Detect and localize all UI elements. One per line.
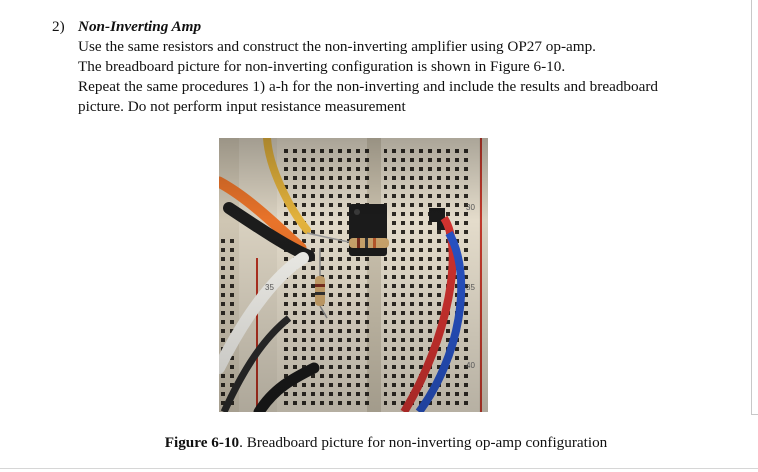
instruction-line-2: The breadboard picture for non-inverting… bbox=[78, 58, 566, 75]
page-edge-corner bbox=[751, 414, 758, 415]
figure-caption-text: . Breadboard picture for non-inverting o… bbox=[239, 434, 608, 451]
section-body: Use the same resistors and construct the… bbox=[78, 37, 658, 117]
section-heading: 2) Non-Inverting Amp bbox=[52, 17, 658, 37]
row-label-40: 40 bbox=[466, 361, 475, 370]
section-title: Non-Inverting Amp bbox=[78, 18, 202, 35]
section-number: 2) bbox=[52, 18, 65, 35]
instruction-paragraph: Repeat the same procedures 1) a-h for th… bbox=[78, 78, 658, 115]
figure-caption: Figure 6-10. Breadboard picture for non-… bbox=[0, 433, 758, 453]
row-label-35-left: 35 bbox=[265, 283, 274, 292]
page-bottom-border bbox=[0, 468, 758, 469]
breadboard-photo: 30 35 35 40 bbox=[219, 138, 488, 412]
row-label-30: 30 bbox=[466, 203, 475, 212]
row-label-35-right: 35 bbox=[466, 283, 475, 292]
page-edge bbox=[751, 0, 752, 414]
breadboard-illustration: 30 35 35 40 bbox=[219, 138, 488, 412]
figure-caption-label: Figure 6-10 bbox=[164, 434, 240, 451]
section-non-inverting-amp: 2) Non-Inverting Amp Use the same resist… bbox=[52, 17, 658, 117]
instruction-line-1: Use the same resistors and construct the… bbox=[78, 38, 596, 55]
